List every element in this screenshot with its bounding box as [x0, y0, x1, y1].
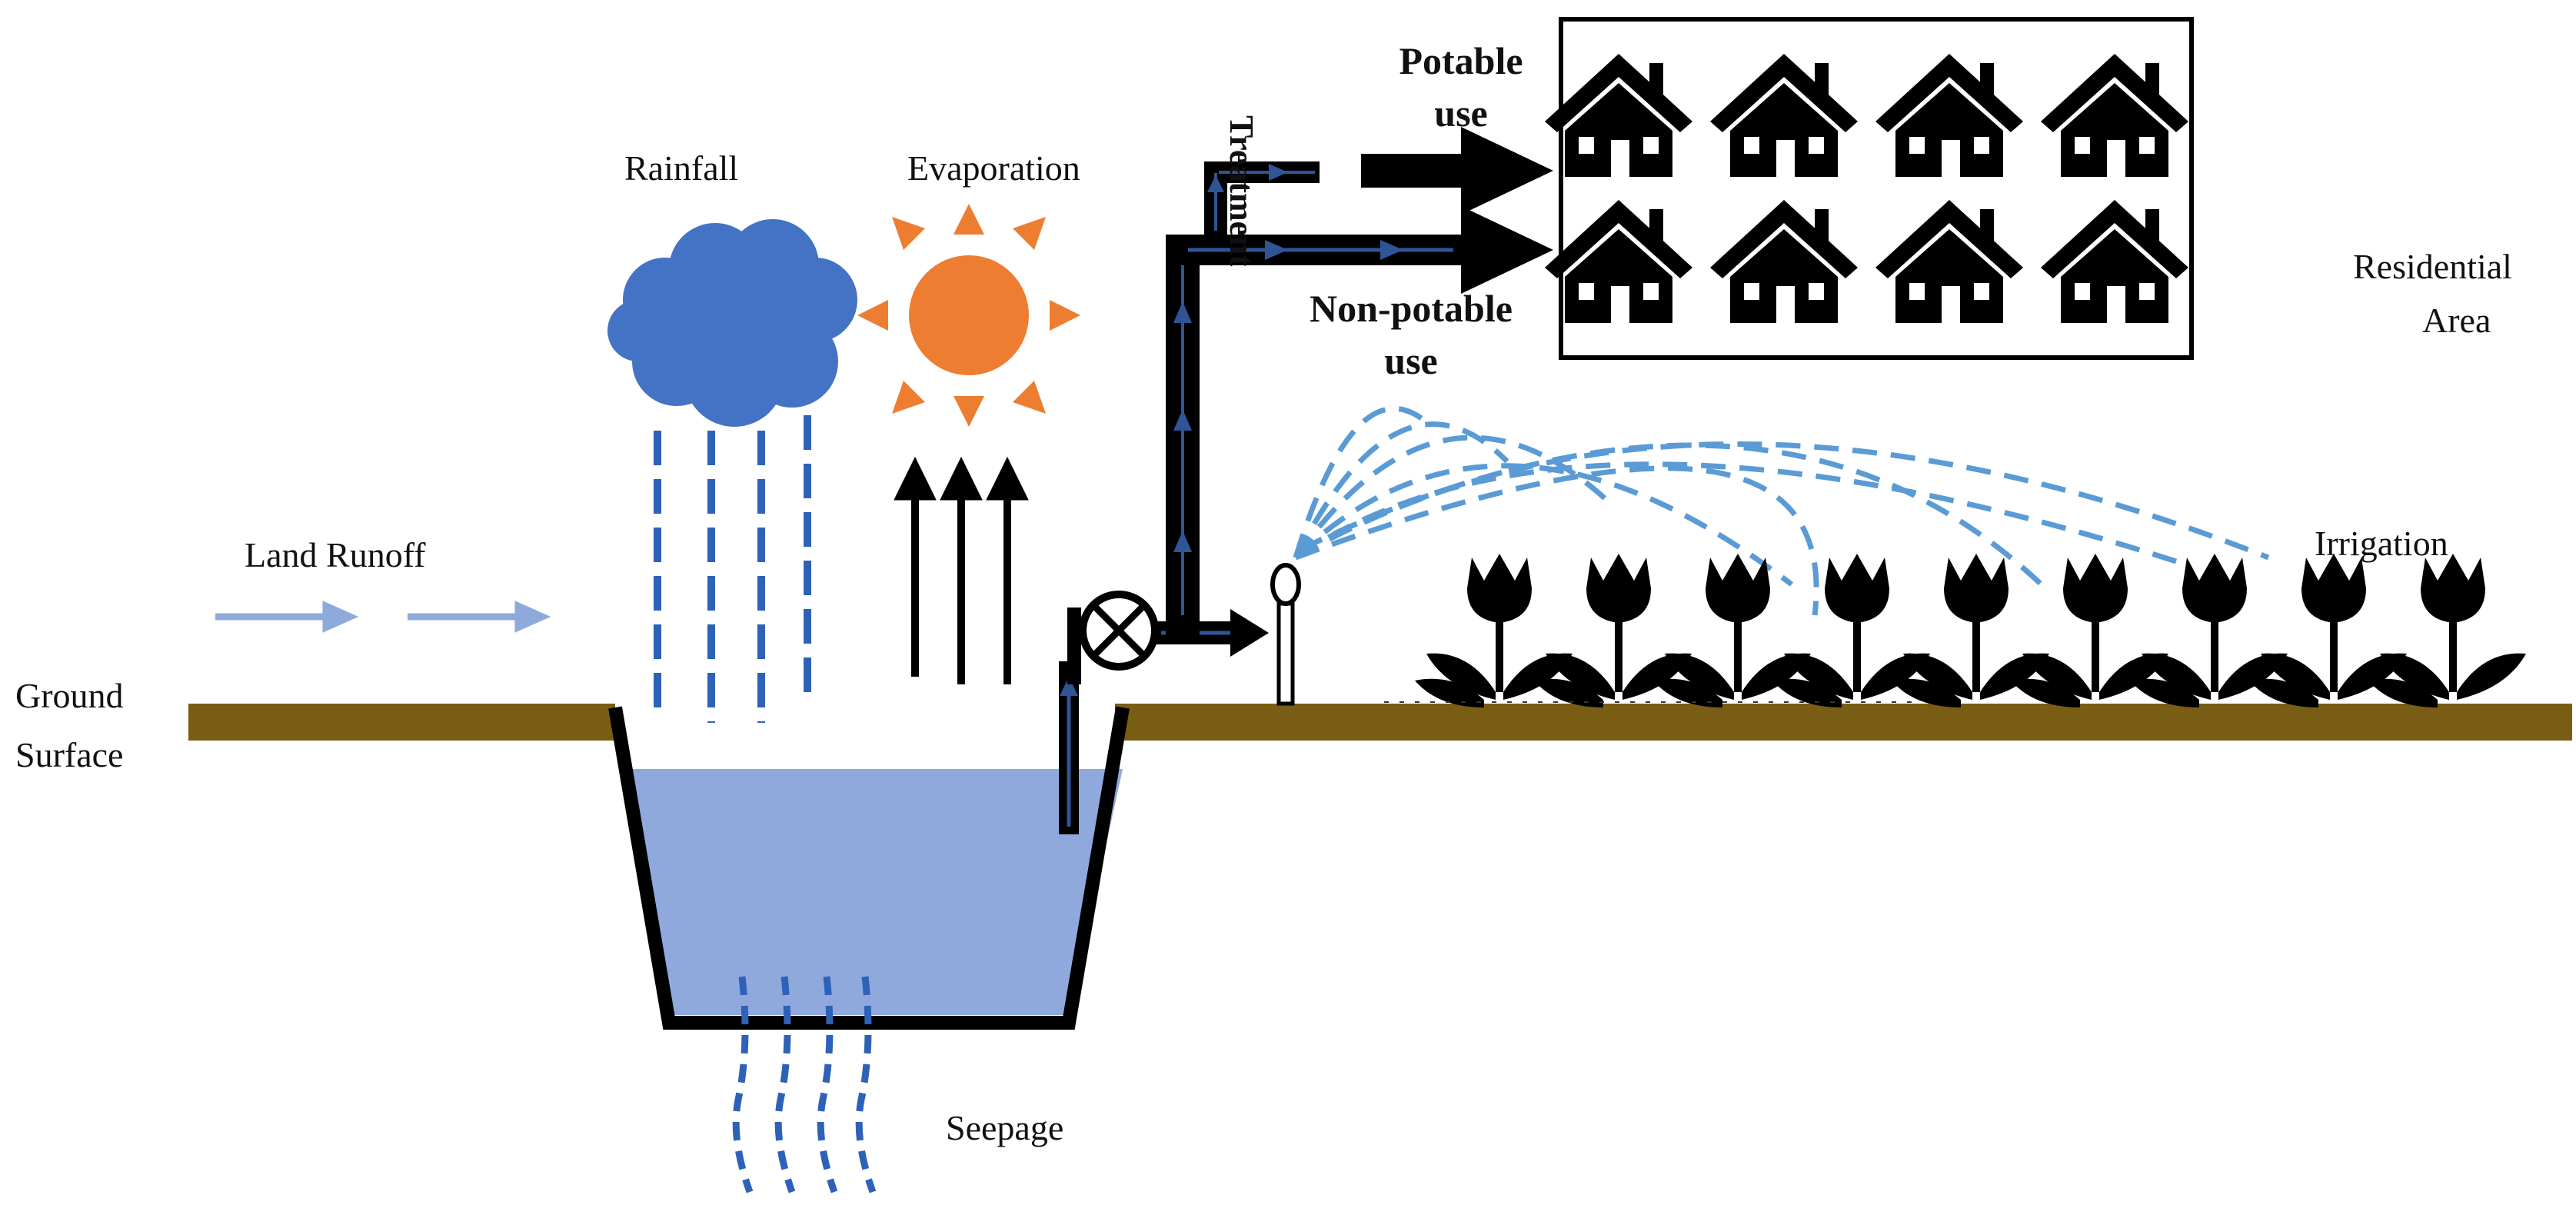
- cloud-icon: [607, 219, 857, 427]
- land-runoff-label: Land Runoff: [245, 535, 426, 574]
- non-potable-use-label-line2: use: [1384, 339, 1438, 382]
- potable-use-label-line1: Potable: [1399, 39, 1523, 82]
- residential-area-label-line1: Residential: [2353, 247, 2512, 286]
- ground-surface-right: [1115, 704, 2572, 741]
- rain-lines: [654, 415, 811, 723]
- riser-pipe: [1166, 206, 1553, 638]
- valve-icon: [1079, 591, 1159, 671]
- potable-pipe: [1204, 127, 1553, 238]
- ground-surface-label-line2: Surface: [15, 735, 124, 774]
- treatment-label: Treatment: [1223, 115, 1260, 267]
- land-runoff-arrows: [215, 601, 551, 633]
- intake-pipe: [1059, 608, 1081, 834]
- seepage-flow: [732, 976, 877, 1193]
- non-potable-use-label-line1: Non-potable: [1310, 287, 1513, 330]
- tulip-icons: [1415, 554, 2526, 707]
- irrigation-label: Irrigation: [2315, 524, 2448, 563]
- sun-icon: [857, 204, 1080, 427]
- evaporation-label: Evaporation: [907, 148, 1080, 188]
- tulip-icon: [2368, 554, 2526, 707]
- residential-area-label-line2: Area: [2422, 301, 2491, 340]
- rainfall-label: Rainfall: [624, 148, 739, 188]
- ground-surface-left: [188, 704, 615, 741]
- sprinkler-icon: [1270, 563, 1301, 706]
- seepage-label: Seepage: [946, 1108, 1064, 1147]
- potable-use-label-line2: use: [1434, 92, 1488, 135]
- ground-surface-label-line1: Ground: [15, 676, 124, 715]
- pond-water: [619, 769, 1123, 1015]
- evaporation-arrows: [894, 456, 1029, 684]
- irrigation-spray: [1293, 405, 2270, 616]
